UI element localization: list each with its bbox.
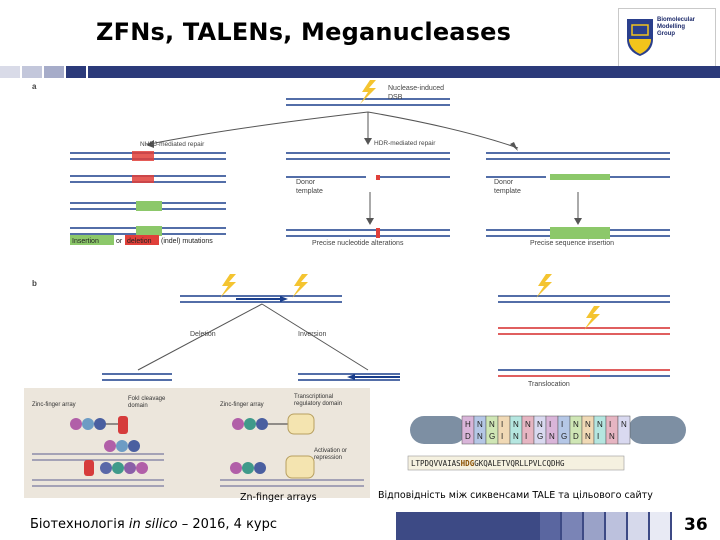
nhej-dna-stack [70,151,226,236]
tale-rvd-top: I [549,420,551,429]
footer-prefix: Біотехнологія [30,517,129,532]
or-label: or [116,238,123,245]
genome-editing-diagram: a Nuclease-induced DSB NHEJ-mediated rep… [32,80,670,388]
tale-rvd-top: I [609,420,611,429]
tale-rvd-top: N [537,420,543,429]
bottom-decorative-bar [396,512,720,540]
dsb-lightning-icon [360,80,376,104]
tale-rvd-top: N [489,420,495,429]
tale-rvd-bottom: N [513,432,519,441]
donor-template-1-label: Donor template [296,179,323,195]
tale-rvd-top: N [621,420,627,429]
tale-seq-c: GKQALETVQRLLPVLCQDHG [474,459,565,468]
zn-finger-caption: Zn-finger arrays [240,492,317,503]
deletion-b-label: Deletion [190,331,216,338]
zfn-nuclease: Zinc-finger array FokI cleavage domain [32,396,167,487]
insertion-label: Insertion [72,238,99,245]
inversion-label: Inversion [298,331,327,338]
lightning-icon-4 [584,306,600,330]
donor-template-2-label: Donor template [494,179,521,195]
tale-rvd-bottom: I [501,432,503,441]
tale-rvd-top: N [585,420,591,429]
panel-a: a Nuclease-induced DSB NHEJ-mediated rep… [32,80,670,247]
tale-rvd-bottom: G [489,432,495,441]
tale-rvd-top: N [525,420,531,429]
panel-b-label: b [32,279,37,288]
top-decorative-bar [0,66,720,78]
trd-label: Transcriptional regulatory domain [294,394,342,407]
panel-a-label: a [32,82,37,91]
tale-rvd-bottom: G [561,432,567,441]
panel-b: b Deletion Inversion Translocation [32,274,670,388]
tale-rvd-bottom: I [597,432,599,441]
zinc-finger-label-1: Zinc-finger array [32,402,76,408]
tale-rvd-bottom: D [573,432,579,441]
lightning-icon-2 [292,274,308,298]
tale-rvd-top: N [477,420,483,429]
tale-rvd-bottom: I [525,432,527,441]
tale-rvd-bottom: N [477,432,483,441]
tale-rvd-bottom: N [609,432,615,441]
tale-seq-a: LTPDQVVAIAS [411,459,461,468]
translocation-label: Translocation [528,381,570,388]
precise-insertion-label: Precise sequence insertion [530,240,614,247]
lightning-icon-3 [536,274,552,298]
tale-rvd-top: N [573,420,579,429]
tale-rvd-top: H [465,420,471,429]
tale-seq-b: HDG [461,459,475,468]
tale-rvd-top: I [561,420,563,429]
tale-sequence: LTPDQVVAIASHDGGKQALETVQRLLPVLCQDHG [411,459,565,468]
zfn-figure: Zinc-finger array FokI cleavage domain Z… [24,388,370,498]
tale-rvd-bottom: G [537,432,543,441]
hdr-label: HDR-mediated repair [374,140,436,147]
zinc-finger-label-2: Zinc-finger array [220,402,264,408]
tale-rvd-bottom: N [549,432,555,441]
lightning-icon-1 [220,274,236,298]
tale-repeat [617,415,631,445]
footer-course-label: Біотехнологія in silico – 2016, 4 курс [30,517,277,532]
precise-alteration-label: Precise nucleotide alterations [312,240,404,247]
dsb-line-2: DSB [388,94,403,101]
tale-rvd-bottom: D [465,432,471,441]
logo-text: Biomolecular Modelling Group [657,17,696,37]
nhej-label: NHEJ-mediated repair [140,141,205,148]
footer-suffix: – 2016, 4 курс [177,517,278,532]
hdr-precise-dna [286,152,450,238]
page-number: 36 [684,515,708,535]
group-logo: Biomolecular Modelling Group [618,8,716,68]
tale-repeat [497,415,511,445]
tale-rvd-top: N [513,420,519,429]
dsb-line-1: Nuclease-induced [388,85,444,92]
footer-italic: in silico [128,517,178,532]
shield-logo-icon [627,19,653,56]
zf-transcription-factor: Zinc-finger array Transcriptional regula… [220,394,364,487]
indel-label: (indel) mutations [161,238,213,245]
slide-title: ZFNs, TALENs, Meganucleases [96,18,512,46]
tale-rvd-top: N [597,420,603,429]
activation-label: Activation or repression [314,448,349,461]
foki-label: FokI cleavage domain [128,396,167,409]
hdr-insertion-dna [486,152,670,239]
tale-rvd-top: I [501,420,503,429]
tale-caption: Відповідність між сиквенсами TALE та ціл… [378,490,653,501]
tale-rvd-bottom: N [585,432,591,441]
deletion-label: deletion [127,238,152,245]
dsb-label: Nuclease-induced DSB [388,85,446,101]
